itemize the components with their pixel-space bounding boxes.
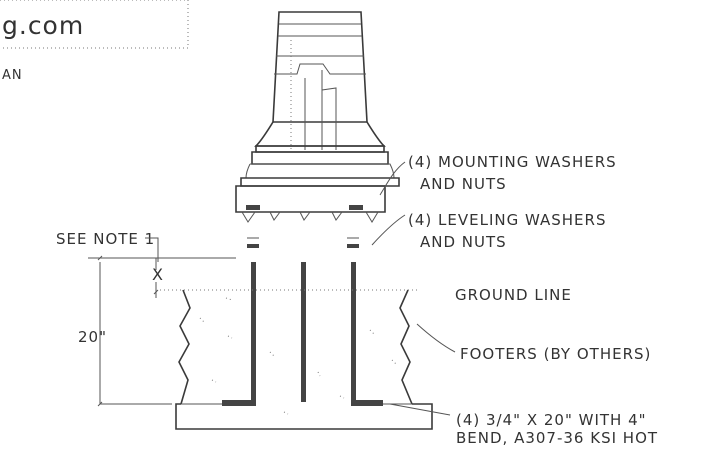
anchor-bolts: [222, 262, 383, 406]
site-url-text: g.com: [2, 11, 84, 40]
title-fragment-text: AN: [2, 68, 23, 83]
concrete-footing: [175, 289, 433, 430]
footers-leader: [416, 323, 456, 353]
leveling-washers-label: (4) LEVELING WASHERS: [408, 211, 606, 229]
title-block: g.com AN: [0, 0, 189, 83]
anchor-bolt-spec-label: BEND, A307-36 KSI HOT: [456, 429, 658, 445]
leveling-nuts-label: AND NUTS: [420, 233, 507, 251]
dimension-lines: X 20": [78, 255, 236, 407]
ground-line-label: GROUND LINE: [455, 286, 572, 304]
see-note-text: SEE NOTE 1: [56, 230, 155, 248]
mounting-leader: [379, 161, 406, 196]
anchor-bolt-label: (4) 3/4" X 20" WITH 4": [456, 411, 647, 429]
dimension-x-label: X: [152, 265, 164, 284]
footers-label: FOOTERS (BY OTHERS): [460, 345, 651, 363]
dimension-20in-label: 20": [78, 328, 107, 346]
see-note-callout: SEE NOTE 1: [56, 230, 159, 262]
leveling-leader: [371, 214, 406, 246]
mounting-washers-label: (4) MOUNTING WASHERS: [408, 153, 617, 171]
mounting-nuts-label: AND NUTS: [420, 175, 507, 193]
leveling-nuts: [247, 237, 359, 248]
pole-base: [235, 11, 400, 223]
bolt-leader: [389, 403, 451, 416]
